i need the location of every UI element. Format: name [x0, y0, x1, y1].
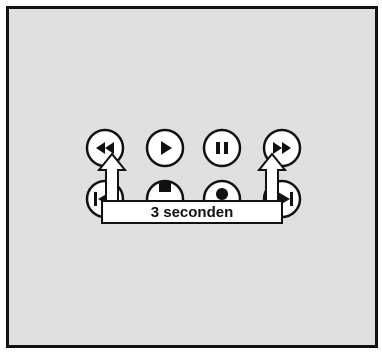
fast-forward-icon — [273, 142, 291, 154]
rewind-icon — [96, 142, 114, 154]
pause-button[interactable] — [202, 128, 242, 168]
play-icon — [161, 141, 172, 155]
duration-label: 3 seconden — [151, 204, 234, 221]
record-icon — [216, 188, 228, 200]
stop-icon — [159, 182, 171, 192]
pause-icon — [216, 142, 228, 154]
left-up-arrow — [96, 152, 128, 202]
display-panel — [6, 6, 378, 348]
label-bar — [101, 200, 283, 224]
play-button[interactable] — [145, 128, 185, 168]
right-up-arrow — [256, 152, 288, 202]
